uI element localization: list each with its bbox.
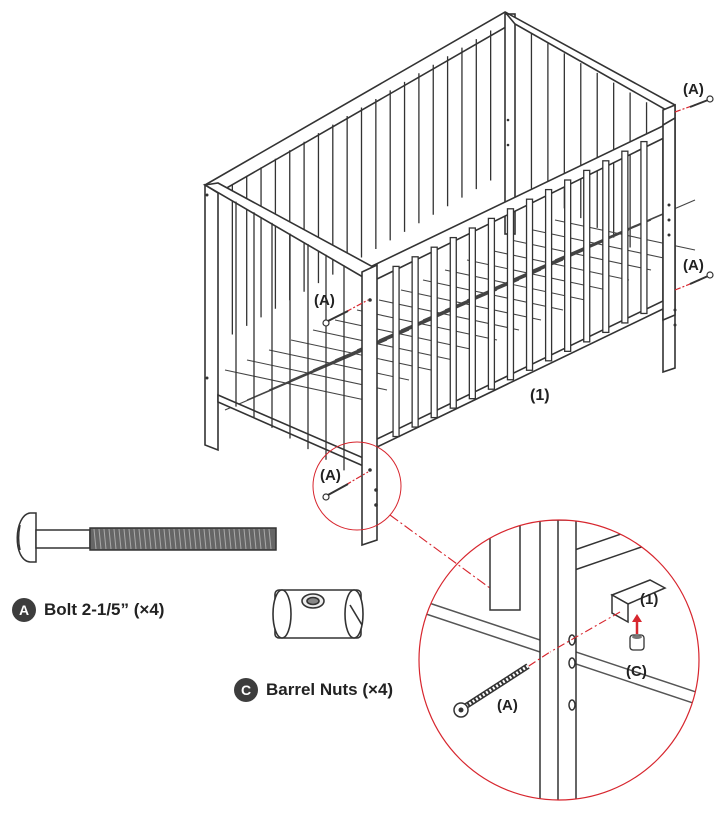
legend-barrel-nuts: C Barrel Nuts (×4)	[234, 678, 393, 702]
bolt-thread	[243, 528, 247, 550]
legend-bolt: A Bolt 2-1/5” (×4)	[12, 598, 164, 622]
detail-bolt	[453, 651, 551, 718]
crib-left-slats	[235, 201, 345, 471]
bolt-thread	[93, 528, 97, 550]
callout-bolt-top-right: (A)	[683, 81, 704, 98]
zoom-source-circle	[312, 441, 402, 531]
crib-left-bottom-rail	[217, 393, 369, 470]
bolt-thread	[143, 528, 147, 550]
bolt-thread	[163, 528, 167, 550]
bolt-thread	[158, 528, 162, 550]
bolt-top-right	[674, 95, 714, 113]
bolt-thread	[218, 528, 222, 550]
front-slat	[487, 217, 496, 390]
bolt-thread	[168, 528, 172, 550]
front-slat	[506, 208, 515, 381]
mattress-wire	[444, 269, 586, 301]
front-slat	[564, 179, 572, 352]
bolt-thread	[203, 528, 207, 550]
bolt-thread	[113, 528, 117, 550]
crib-front-corner-post	[361, 263, 378, 547]
badge-a: A	[12, 598, 36, 622]
bolt-thread	[198, 528, 202, 550]
bolt-mid-right	[674, 271, 714, 291]
bolt-thread	[248, 528, 252, 550]
bolt-thread	[153, 528, 157, 550]
mattress-wire	[356, 309, 498, 341]
bolt-thread	[183, 528, 187, 550]
callout-detail-bolt: (A)	[497, 697, 518, 714]
bolt-thread	[103, 528, 107, 550]
bolt-thread	[188, 528, 192, 550]
bolt-thread	[138, 528, 142, 550]
crib-front-side	[202, 123, 672, 470]
bolt-thread	[253, 528, 257, 550]
front-slat	[411, 256, 419, 428]
callout-detail-nut: (C)	[626, 663, 647, 680]
bolt-thread	[223, 528, 227, 550]
legend-bolt-label: Bolt 2-1/5” (×4)	[44, 600, 165, 619]
mattress-wire	[224, 369, 366, 401]
mattress-wire	[378, 299, 520, 331]
bolt-thread	[98, 528, 102, 550]
mattress-wire	[290, 339, 432, 371]
bolt-thread	[193, 528, 197, 550]
bolt-thread	[108, 528, 112, 550]
detail-zoom-view	[419, 520, 699, 800]
mattress-wire	[268, 349, 410, 381]
bolt-thread	[118, 528, 122, 550]
bolt-thread	[208, 528, 212, 550]
bolt-thread	[123, 528, 127, 550]
bolt-thread	[268, 528, 272, 550]
bolt-threads	[93, 528, 272, 550]
bolt-thread	[133, 528, 137, 550]
badge-c: C	[234, 678, 258, 702]
front-slat	[583, 169, 591, 343]
detail-barrel-nut	[549, 611, 645, 653]
legend-nut-label: Barrel Nuts (×4)	[266, 680, 394, 699]
bolt-thread	[233, 528, 237, 550]
crib-right-top-rail	[504, 11, 676, 117]
bolt-thread	[148, 528, 152, 550]
bolt-thread	[263, 528, 267, 550]
bolt-thread	[238, 528, 242, 550]
mattress-wire	[312, 329, 454, 361]
detail-zoom-circle	[418, 519, 700, 801]
bolt-thread	[128, 528, 132, 550]
barrel-nut-illustration	[272, 589, 364, 639]
bolt-thread	[228, 528, 232, 550]
front-slat	[449, 236, 457, 409]
front-slat	[602, 160, 610, 334]
bolt-thread	[173, 528, 177, 550]
front-slat	[621, 150, 629, 324]
bolt-front-upper	[322, 299, 369, 327]
front-slat	[392, 265, 400, 438]
crib-back-slats	[231, 30, 492, 335]
bolt-thread	[258, 528, 262, 550]
crib-left-post	[204, 183, 219, 452]
callout-bolt-front-lower: (A)	[320, 467, 341, 484]
bolt-front-lower	[322, 471, 369, 501]
crib-front-slats	[392, 140, 648, 438]
front-slat	[525, 198, 534, 371]
crib-bolt-holes	[205, 118, 677, 507]
front-slat	[430, 246, 438, 419]
callout-bolt-front-upper: (A)	[314, 292, 335, 309]
front-slat	[468, 227, 476, 400]
callout-detail-part: (1)	[640, 591, 658, 608]
callout-bolt-mid-right: (A)	[683, 257, 704, 274]
bolt-thread	[178, 528, 182, 550]
bolt-thread	[213, 528, 217, 550]
front-slat	[640, 140, 648, 315]
crib-illustration	[203, 11, 676, 452]
bolt-part-illustration	[16, 512, 277, 563]
front-slat	[544, 188, 553, 362]
callout-crib-part: (1)	[530, 387, 550, 404]
